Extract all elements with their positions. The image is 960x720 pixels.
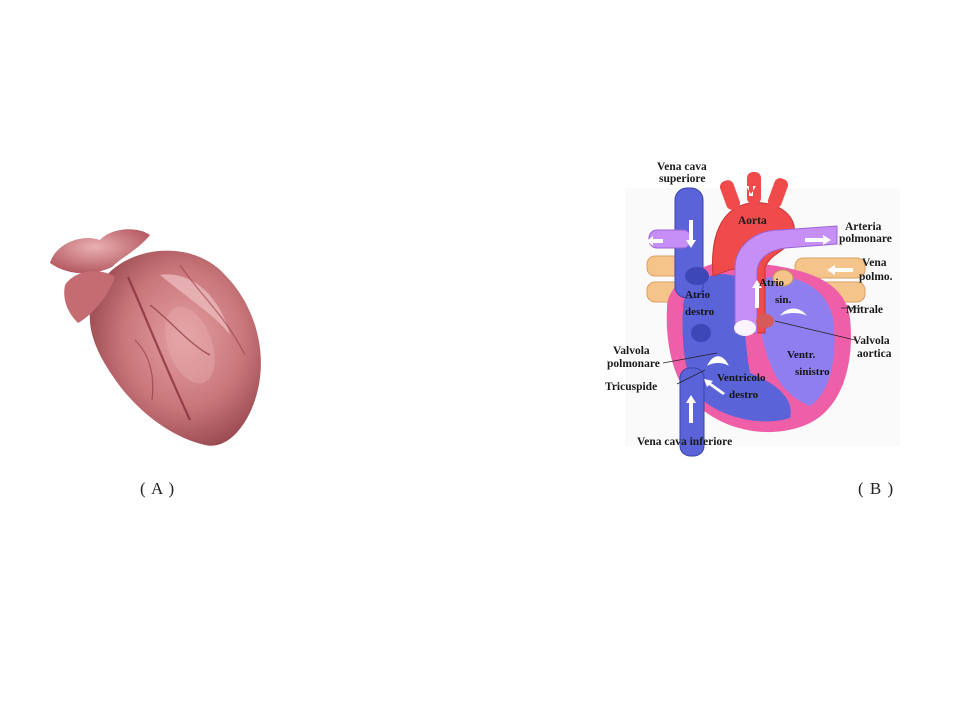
label-vena-polmo-2: polmo. [859,271,893,283]
flow-arrows [647,186,853,423]
label-ventricolo-destro-2: destro [729,389,759,401]
label-valvola-aortica-1: Valvola [853,335,890,347]
vena-cava-opening [685,267,709,285]
heart-diagram-svg: Vena cava superiore Aorta Arteria polmon… [605,161,900,457]
label-arteria-polmonare-1: Arteria [845,221,882,233]
label-ventricolo-destro-1: Ventricolo [717,372,766,384]
label-atrio-sin-1: Atrio [759,277,785,289]
label-tricuspide: Tricuspide [605,381,657,393]
label-ventr-sinistro-1: Ventr. [787,349,815,361]
label-valvola-polmonare-1: Valvola [613,345,650,357]
label-valvola-aortica-2: aortica [857,348,892,360]
heart-photo [40,205,280,455]
label-atrio-destro-1: Atrio [685,289,711,301]
label-vena-cava-superiore-1: Vena cava [657,161,707,173]
heart-diagram: Vena cava superiore Aorta Arteria polmon… [605,158,905,457]
aortic-valve [756,314,774,328]
pulmonary-vein-opening [772,269,794,287]
pulmonary-vein-right-upper [794,257,866,279]
label-atrio-sin-2: sin. [775,294,791,306]
caption-b: ( B ) [858,479,895,498]
label-atrio-destro-2: destro [685,306,715,318]
aortic-branch-1 [719,180,741,210]
tricuspid-valve [707,356,729,366]
label-aorta: Aorta [738,215,767,227]
label-valvola-polmonare-2: polmonare [607,358,660,370]
label-vena-polmo-1: Vena [862,257,887,269]
label-mitrale: Mitrale [846,304,883,316]
pulmonary-valve [734,320,756,336]
label-vena-cava-superiore-2: superiore [659,173,705,185]
left-heart-chambers [759,276,835,406]
leader-lines [662,307,863,385]
label-ventr-sinistro-2: sinistro [795,366,830,378]
heart-photo-illustration [50,229,261,446]
coronary-sinus [691,324,711,342]
aortic-branch-3 [767,178,789,208]
mitral-valve [780,308,807,316]
label-arteria-polmonare-2: polmonare [839,233,892,245]
pulmonary-artery [734,225,838,334]
label-vena-cava-inferiore: Vena cava inferiore [637,436,732,448]
caption-a: ( A ) [140,479,176,498]
